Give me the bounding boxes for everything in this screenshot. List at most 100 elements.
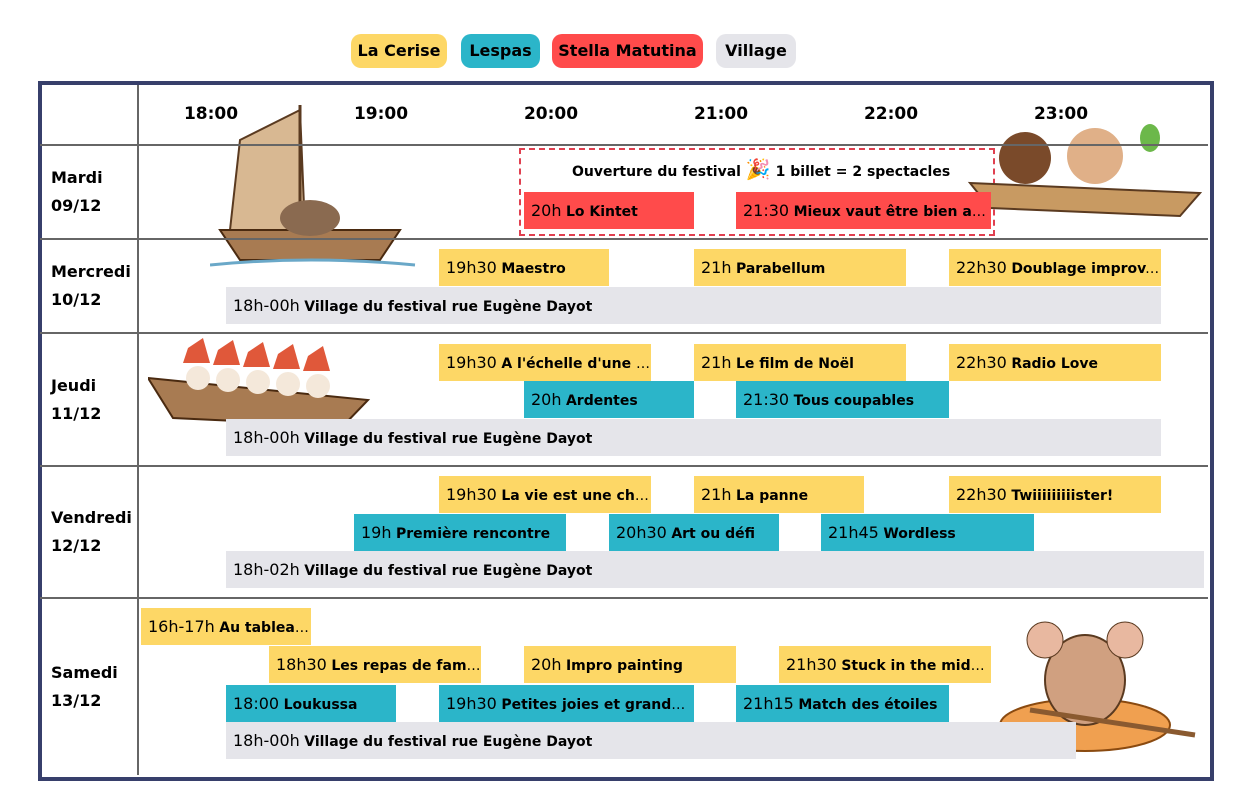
- event-time: 21h30: [786, 655, 837, 674]
- day-name: Mardi: [51, 168, 103, 187]
- day-label: Mercredi 10/12: [51, 258, 131, 314]
- event-block[interactable]: 20h Impro painting: [524, 646, 736, 683]
- event-title: Doublage improv...: [1011, 261, 1161, 277]
- hour-label: 21:00: [693, 104, 749, 124]
- event-time: 22h30: [956, 485, 1007, 504]
- rat-boat-illustration: [210, 105, 416, 267]
- legend-lespas[interactable]: Lespas: [461, 34, 540, 68]
- event-title: Village du festival rue Eugène Dayot: [304, 431, 593, 447]
- event-title: Petites joies et grandes...: [501, 697, 694, 713]
- event-time: 19h: [361, 523, 392, 542]
- event-block[interactable]: 21h45 Wordless: [821, 514, 1034, 551]
- event-time: 18h-00h: [233, 731, 300, 750]
- day-name: Vendredi: [51, 508, 132, 527]
- event-block[interactable]: 22h30 Twiiiiiiiiister!: [949, 476, 1161, 513]
- legend-village[interactable]: Village: [716, 34, 796, 68]
- day-name: Jeudi: [51, 375, 97, 395]
- hour-label: 18:00: [183, 104, 239, 124]
- event-title: Match des étoiles: [798, 697, 938, 713]
- event-title: Village du festival rue Eugène Dayot: [304, 563, 593, 579]
- event-block[interactable]: 18h-02h Village du festival rue Eugène D…: [226, 551, 1204, 588]
- event-block[interactable]: 19h30 A l'échelle d'une ...: [439, 344, 651, 381]
- event-block[interactable]: 21:30 Mieux vaut être bien ac...: [736, 192, 991, 229]
- event-title: Les repas de famille: [331, 658, 481, 674]
- event-title: La vie est une cha...: [501, 488, 651, 504]
- legend-stella-matutina[interactable]: Stella Matutina: [552, 34, 703, 68]
- event-title: Maestro: [501, 261, 566, 277]
- party-popper-icon: 🎉: [745, 157, 771, 181]
- event-title: Village du festival rue Eugène Dayot: [304, 734, 593, 750]
- event-block[interactable]: 21h15 Match des étoiles: [736, 685, 949, 722]
- pirates-raft-illustration: [967, 124, 1203, 218]
- event-time: 19h30: [446, 485, 497, 504]
- day-label: Jeudi 11/12: [51, 372, 101, 428]
- event-title: Art ou défi: [671, 526, 755, 542]
- event-title: Lo Kintet: [565, 204, 638, 220]
- event-block[interactable]: 18h-00h Village du festival rue Eugène D…: [226, 287, 1161, 324]
- opening-note: Ouverture du festival 🎉 1 billet = 2 spe…: [572, 157, 951, 181]
- event-block[interactable]: 19h30 Maestro: [439, 249, 609, 286]
- event-time: 20h: [531, 655, 562, 674]
- event-block[interactable]: 18h-00h Village du festival rue Eugène D…: [226, 419, 1161, 456]
- event-title: Impro painting: [565, 658, 683, 674]
- event-block[interactable]: 21:30 Tous coupables: [736, 381, 949, 418]
- event-block[interactable]: 18:00 Loukussa: [226, 685, 396, 722]
- row-divider: [40, 238, 1208, 240]
- event-title: Twiiiiiiiiister!: [1011, 488, 1114, 504]
- day-date: 10/12: [51, 290, 102, 309]
- event-block[interactable]: 21h Parabellum: [694, 249, 906, 286]
- event-block[interactable]: 21h30 Stuck in the middle: [779, 646, 991, 683]
- event-title: Loukussa: [283, 697, 358, 713]
- event-time: 21h: [701, 258, 732, 277]
- hour-label: 22:00: [863, 104, 919, 124]
- day-name: Samedi: [51, 662, 118, 682]
- event-block[interactable]: 22h30 Radio Love: [949, 344, 1161, 381]
- row-divider: [40, 597, 1208, 599]
- event-block[interactable]: 22h30 Doublage improv...: [949, 249, 1161, 286]
- row-divider: [40, 144, 1208, 146]
- event-time: 21:30: [743, 201, 790, 220]
- event-title: Radio Love: [1011, 356, 1099, 372]
- event-title: Le film de Noël: [735, 356, 854, 372]
- dwarves-rowing-illustration: [148, 338, 371, 428]
- event-block[interactable]: 20h Lo Kintet: [524, 192, 694, 229]
- hour-label: 19:00: [353, 104, 409, 124]
- event-title: Tous coupables: [793, 393, 915, 409]
- event-title: A l'échelle d'une ...: [501, 356, 651, 372]
- event-title: Première rencontre: [395, 526, 551, 542]
- legend-la-cerise[interactable]: La Cerise: [351, 34, 447, 68]
- event-time: 20h: [531, 201, 562, 220]
- event-time: 18h-00h: [233, 428, 300, 447]
- event-time: 21h15: [743, 694, 794, 713]
- event-title: Mieux vaut être bien ac...: [793, 204, 991, 220]
- day-date: 11/12: [51, 403, 102, 423]
- event-title: Au tableau!: [219, 620, 311, 636]
- hour-label: 23:00: [1033, 104, 1089, 124]
- event-block[interactable]: 21h La panne: [694, 476, 864, 513]
- event-block[interactable]: 21h Le film de Noël: [694, 344, 906, 381]
- day-date: 12/12: [51, 536, 102, 555]
- event-time: 18:00: [233, 694, 280, 713]
- event-time: 16h-17h: [148, 617, 215, 636]
- event-time: 18h30: [276, 655, 327, 674]
- event-block[interactable]: 20h Ardentes: [524, 381, 694, 418]
- event-time: 19h30: [446, 353, 497, 372]
- event-title: Village du festival rue Eugène Dayot: [304, 299, 593, 315]
- event-time: 21h45: [828, 523, 879, 542]
- event-block[interactable]: 20h30 Art ou défi: [609, 514, 779, 551]
- event-block[interactable]: 16h-17h Au tableau!: [141, 608, 311, 645]
- event-time: 21h: [701, 353, 732, 372]
- event-title: Stuck in the middle: [841, 658, 991, 674]
- event-block[interactable]: 18h30 Les repas de famille: [269, 646, 481, 683]
- event-time: 19h30: [446, 258, 497, 277]
- event-block[interactable]: 18h-00h Village du festival rue Eugène D…: [226, 722, 1076, 759]
- event-time: 21:30: [743, 390, 790, 409]
- event-block[interactable]: 19h30 La vie est une cha...: [439, 476, 651, 513]
- day-label: Vendredi 12/12: [51, 504, 132, 560]
- event-title: Parabellum: [735, 261, 826, 277]
- event-block[interactable]: 19h30 Petites joies et grandes...: [439, 685, 694, 722]
- day-name: Mercredi: [51, 262, 131, 281]
- row-divider: [40, 332, 1208, 334]
- event-block[interactable]: 19h Première rencontre: [354, 514, 566, 551]
- event-title: La panne: [735, 488, 809, 504]
